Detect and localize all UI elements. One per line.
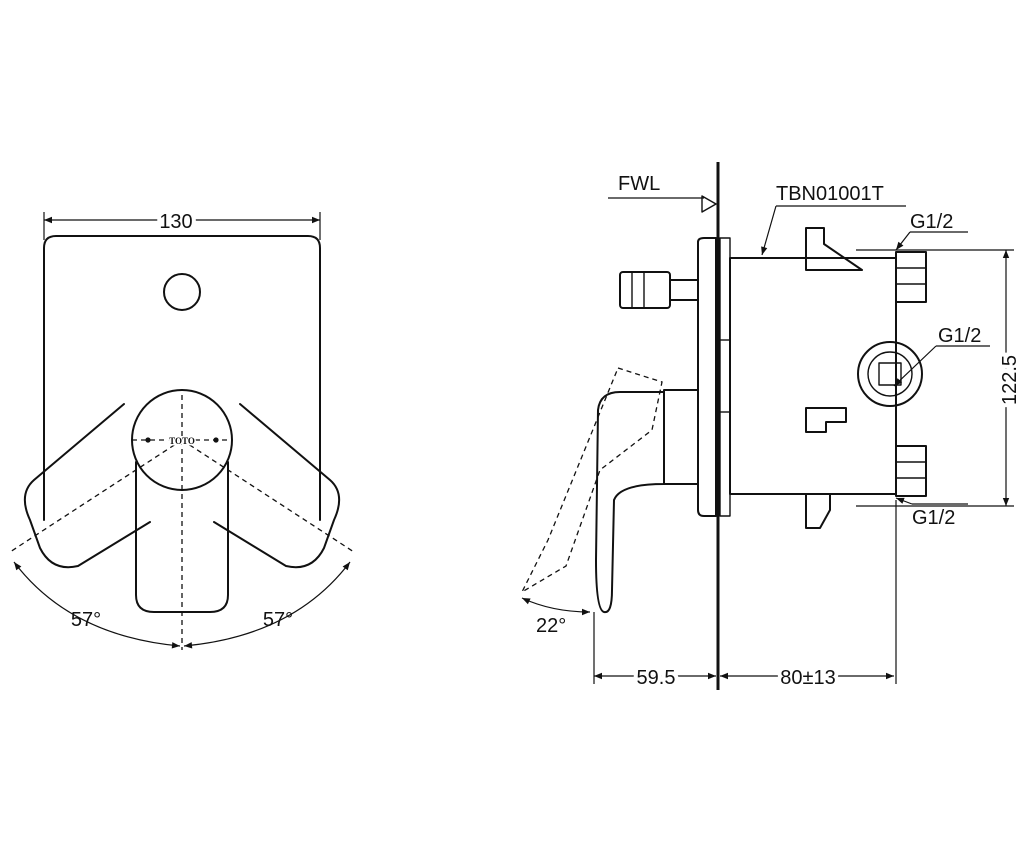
- depth-label: 80±13: [780, 667, 835, 689]
- bottom-port-leader: [895, 497, 913, 505]
- fwl-label: FWL: [618, 173, 660, 195]
- handle-lever-raised-outline: [520, 367, 663, 594]
- bottom-port-label: G1/2: [912, 507, 955, 529]
- screw-left: [145, 437, 151, 443]
- fwl-marker-icon: [701, 195, 717, 213]
- center-port-spindle: [878, 362, 902, 386]
- left-angle-label: 57°: [71, 609, 101, 631]
- rotation-arc-left: [13, 561, 181, 649]
- lever-angle-arc: [521, 597, 591, 616]
- screw-right: [213, 437, 219, 443]
- top-bracket: [805, 227, 863, 271]
- top-outlet-fitting: [895, 251, 927, 303]
- handle-lever: [135, 461, 229, 613]
- center-port-inner: [867, 351, 913, 397]
- mid-port-label: G1/2: [938, 325, 981, 347]
- lever-angle-label: 22°: [536, 615, 566, 637]
- projection-label: 59.5: [637, 667, 676, 689]
- diverter-stem: [669, 279, 699, 301]
- top-port-leader: [895, 231, 911, 251]
- bottom-outlet-fitting: [895, 445, 927, 497]
- rotation-line-left: [9, 439, 183, 553]
- cover-plate: [43, 235, 321, 521]
- diverter-knob-side: [619, 271, 671, 309]
- part-number-label: TBN01001T: [776, 183, 884, 205]
- cover-plate-profile: [697, 237, 717, 517]
- center-port-outer: [857, 341, 923, 407]
- top-port-label: G1/2: [910, 211, 953, 233]
- brand-logo: TOTO: [169, 436, 195, 446]
- handle-base-side: [663, 389, 699, 485]
- width-label: 130: [159, 211, 192, 233]
- mid-port-leader: [893, 345, 937, 387]
- diverter-knob: [163, 273, 201, 311]
- valve-body: [729, 257, 897, 495]
- front-view: 130 TOTO 57° 57°: [9, 207, 355, 650]
- rotation-arc-right: [183, 561, 351, 649]
- side-view: FWL TBN01001T: [520, 162, 1024, 693]
- mounting-flange: [719, 237, 731, 517]
- right-angle-label: 57°: [263, 609, 293, 631]
- bottom-bracket: [805, 493, 831, 529]
- rotation-line-right: [181, 439, 355, 553]
- height-label: 122.5: [999, 355, 1021, 405]
- part-number-leader: [761, 205, 777, 256]
- middle-bracket: [805, 407, 847, 433]
- handle-lever-side: [595, 391, 665, 614]
